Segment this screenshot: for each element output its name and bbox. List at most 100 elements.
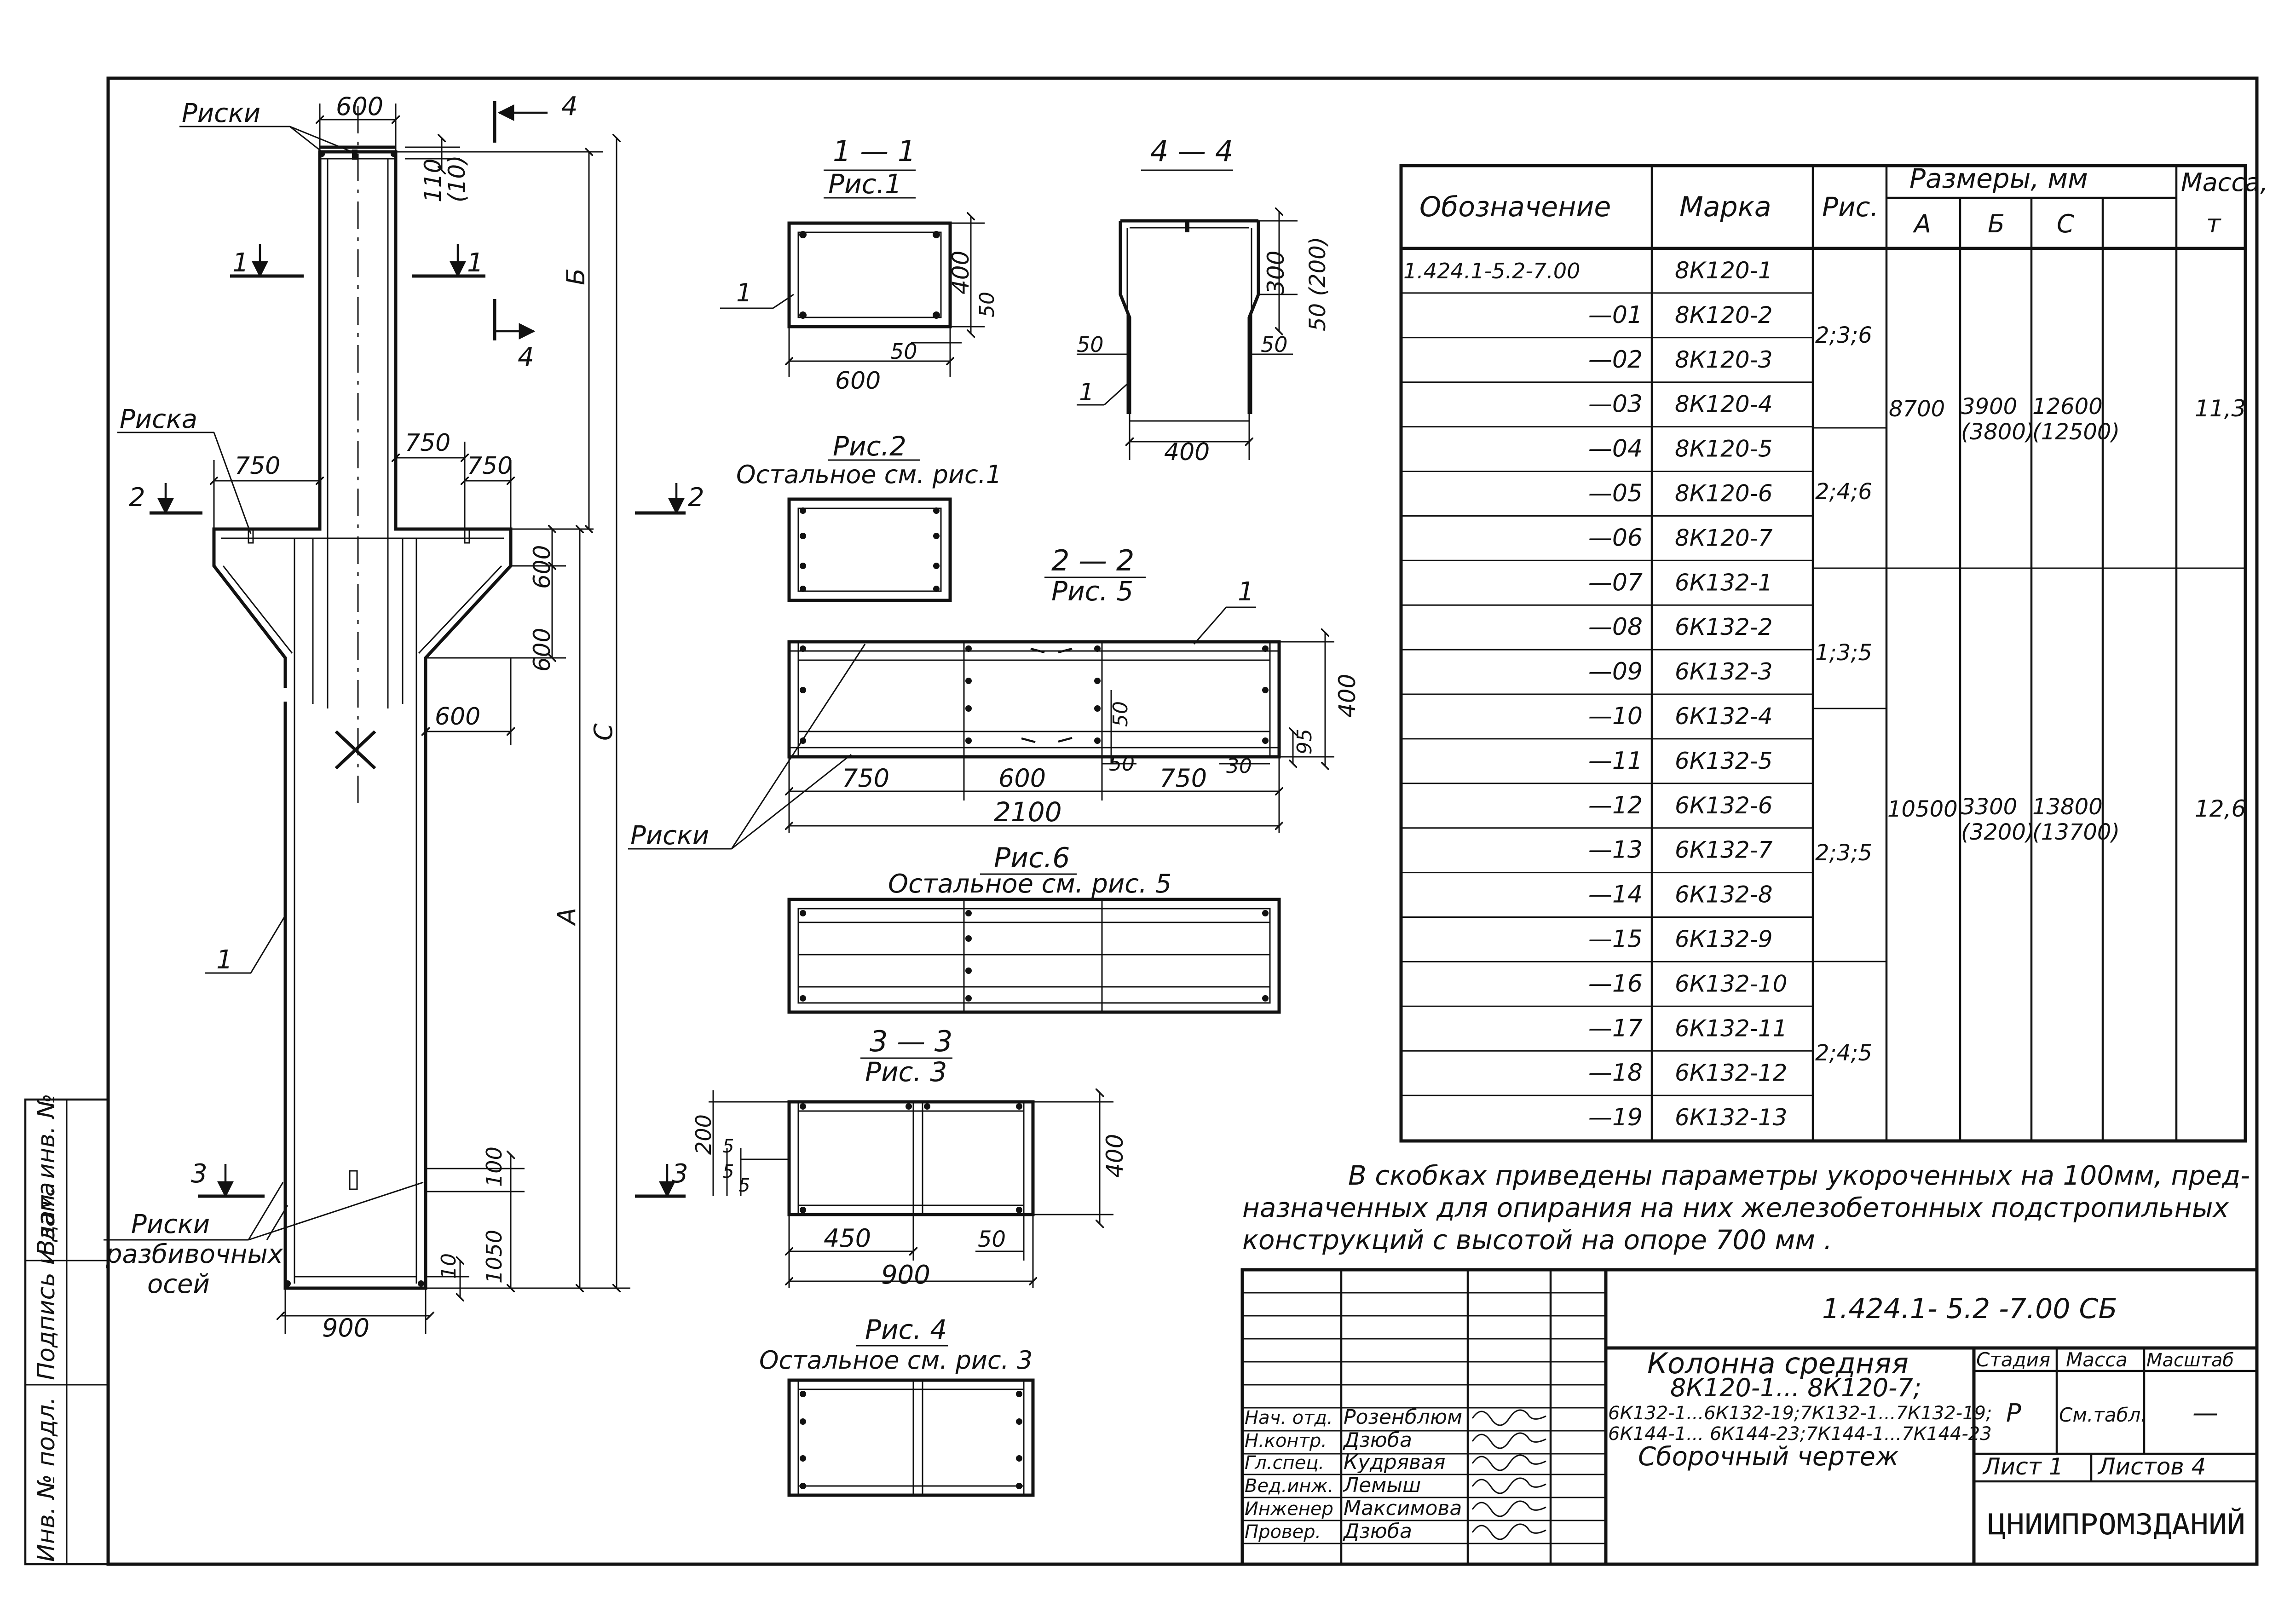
fig6-sub: Остальное см. рис. 5	[888, 869, 1171, 899]
dim-600-v1: 600	[529, 545, 555, 589]
tb-signature	[1471, 1477, 1546, 1494]
cut-4-top: 4	[561, 92, 578, 121]
tb-person-name: Лемыш	[1343, 1474, 1421, 1497]
cut-3-right: 3	[672, 1159, 688, 1189]
table-cell-mark: 8К120-3	[1675, 346, 1773, 373]
tb-v-stage: Р	[2006, 1399, 2021, 1428]
section-4-4: 4 — 4 400 300 50 (200) 50 50 1	[1077, 134, 1331, 466]
s22-pos: 1	[1238, 577, 1254, 607]
table-cell-designation: —03	[1588, 391, 1643, 418]
tb-person-name: Кудрявая	[1344, 1451, 1445, 1474]
s33-dim-50: 50	[978, 1227, 1006, 1252]
table-cell-mark: 6К132-5	[1675, 748, 1773, 774]
table-cell-mark: 6К132-3	[1675, 658, 1773, 685]
dim-750-mid: 750	[405, 429, 450, 457]
dim-750-right: 750	[467, 452, 513, 480]
dim-B: Б	[561, 268, 590, 285]
table-cell-designation: —14	[1588, 881, 1643, 909]
s22-dim-750a: 750	[842, 764, 889, 793]
note-line2: назначенных для опирания на них железобе…	[1242, 1192, 2229, 1223]
s11-sub: Рис.1	[828, 168, 902, 200]
figure-6: Рис.6 Остальное см. рис. 5	[787, 842, 1281, 1014]
table-cell-designation: —08	[1588, 613, 1643, 641]
tb-role: Н.контр.	[1245, 1430, 1327, 1451]
table-cell-designation: —12	[1588, 792, 1643, 819]
table-cell-designation: —04	[1588, 435, 1643, 463]
callout-riski-axes-2: разбивочных	[105, 1239, 283, 1269]
fig-g4: 2;3;5	[1815, 840, 1872, 866]
th-A: А	[1913, 209, 1931, 238]
fig-g3: 1;3;5	[1815, 640, 1872, 666]
figure-2: Рис.2 Остальное см. рис.1	[736, 431, 1002, 602]
tb-signature	[1471, 1500, 1546, 1517]
dim-A: А	[552, 908, 581, 926]
dim-600-v2: 600	[529, 628, 555, 672]
th-sizes: Размеры, мм	[1909, 163, 2088, 194]
table-cell-designation: —01	[1588, 301, 1643, 329]
table-cell-designation: —02	[1588, 346, 1643, 374]
g1-C: 12600	[2032, 394, 2103, 420]
table-cell-mark: 8К120-7	[1675, 524, 1773, 551]
dim-600-top: 600	[336, 92, 383, 121]
s22-dim-50a: 50	[1109, 701, 1132, 727]
dim-C: С	[589, 723, 618, 741]
dim-750-left: 750	[235, 452, 280, 480]
side-sign-date: Подпись и дата	[33, 1182, 60, 1380]
table-cell-designation: —19	[1588, 1104, 1643, 1131]
cut-1-left: 1	[232, 248, 249, 278]
th-mass: Масса,	[2181, 168, 2268, 197]
table-cell-designation: —10	[1588, 703, 1643, 730]
g1-B-alt: (3800)	[1961, 419, 2035, 445]
s33-dim-5b: 5	[722, 1161, 734, 1182]
tb-name5: Сборочный чертеж	[1638, 1442, 1898, 1472]
tb-signature	[1471, 1454, 1546, 1471]
s33-dim-5a: 5	[722, 1136, 734, 1157]
side-inv-instead: Взам. инв. №	[33, 1094, 60, 1256]
fig2-title: Рис.2	[833, 431, 906, 462]
s44-dim-400: 400	[1164, 438, 1210, 466]
s11-dim-50b: 50	[975, 292, 999, 317]
g2-A: 10500	[1887, 796, 1958, 822]
fig-g2: 2;4;6	[1815, 479, 1872, 505]
th-mass-unit: т	[2206, 209, 2221, 238]
s33-dim-5c: 5	[738, 1175, 750, 1196]
note-line3: конструкций с высотой на опоре 700 мм .	[1242, 1224, 1832, 1255]
s11-dim-50a: 50	[890, 339, 917, 364]
table-cell-mark: 6К132-4	[1675, 703, 1773, 730]
table-cell-mark: 8К120-1	[1675, 257, 1773, 284]
th-fig: Рис.	[1822, 191, 1879, 223]
s22-dim-750b: 750	[1159, 764, 1207, 793]
s22-dim-30: 30	[1226, 754, 1252, 778]
dim-10: 10	[437, 1253, 461, 1279]
figure-4: Рис. 4 Остальное см. рис. 3	[759, 1314, 1035, 1497]
table-cell-designation: —09	[1588, 658, 1643, 685]
cut-4-bottom: 4	[518, 342, 534, 372]
title-block: 1.424.1- 5.2 -7.00 СБ Колонна средняя 8К…	[1240, 1268, 2259, 1566]
side-inv-orig: Инв. № подл.	[33, 1397, 60, 1562]
tb-signature	[1471, 1523, 1546, 1540]
column-elevation: 600 110 (10) Б С А 750 750 750	[104, 92, 704, 1342]
table-cell-designation: —06	[1588, 524, 1643, 552]
dim-900-bottom: 900	[322, 1313, 369, 1342]
tb-people: Нач. отд.РозенблюмН.контр.ДзюбаГл.спец.К…	[1245, 1405, 1546, 1543]
fig4-sub: Остальное см. рис. 3	[759, 1346, 1033, 1375]
table-cell-mark: 8К120-2	[1675, 302, 1773, 328]
tb-person-name: Максимова	[1344, 1497, 1462, 1520]
table-cell-designation: —17	[1588, 1014, 1643, 1042]
table-cell-mark: 6К132-12	[1675, 1060, 1787, 1086]
fig-g5: 2;4;5	[1815, 1040, 1872, 1066]
g2-B-alt: (3200)	[1961, 819, 2035, 845]
spec-table: Обозначение Марка Рис. Размеры, мм А Б С…	[1399, 163, 2268, 1143]
table-cell-designation: —13	[1588, 836, 1643, 864]
s33-dim-200: 200	[691, 1114, 716, 1155]
s44-dim-50a: 50	[1077, 332, 1104, 357]
section-2-2: 2 — 2 Рис. 5 1 400 95 50 50 3	[628, 544, 1361, 851]
fig6-title: Рис.6	[994, 842, 1070, 874]
tb-name4: 6К144-1... 6К144-23;7К144-1...7К144-23	[1608, 1423, 1992, 1445]
s22-sub: Рис. 5	[1051, 576, 1133, 607]
s33-title: 3 — 3	[870, 1025, 952, 1058]
table-cell-designation: —05	[1588, 480, 1643, 507]
table-cell-mark: 6К132-13	[1675, 1104, 1787, 1131]
tb-role: Вед.инж.	[1245, 1475, 1333, 1497]
